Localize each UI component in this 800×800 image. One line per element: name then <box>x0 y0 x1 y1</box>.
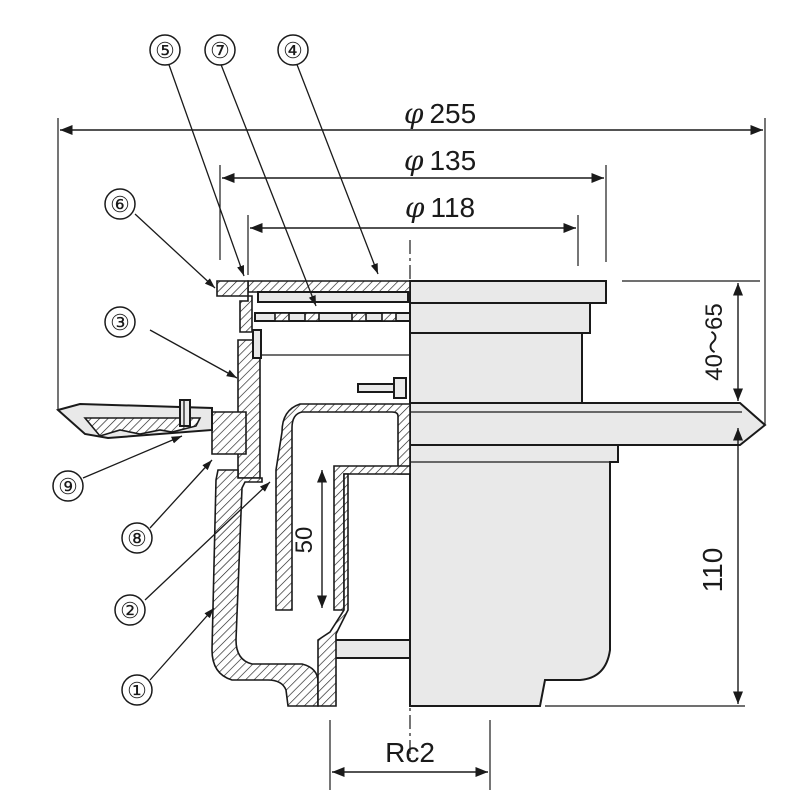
callout-6: ⑥ <box>104 188 136 220</box>
svg-text:⑨: ⑨ <box>58 474 78 499</box>
part-callouts: ⑤ ⑦ ④ ⑥ ③ ⑨ ⑧ ② <box>52 34 309 706</box>
dim-label-40-65: 40～65 <box>701 303 728 380</box>
callout-2: ② <box>114 594 146 626</box>
callout-1: ① <box>121 674 153 706</box>
svg-text:⑤: ⑤ <box>155 38 175 63</box>
callout-3: ③ <box>104 306 136 338</box>
dim-label-50: 50 <box>291 527 318 554</box>
callout-7: ⑦ <box>204 34 236 66</box>
callout-5: ⑤ <box>149 34 181 66</box>
exterior-view-right-half <box>329 280 767 707</box>
callout-4: ④ <box>277 34 309 66</box>
svg-text:①: ① <box>127 678 147 703</box>
svg-text:④: ④ <box>283 38 303 63</box>
svg-text:③: ③ <box>110 310 130 335</box>
dim-label-rc2: Rc2 <box>385 737 435 768</box>
dim-label-110: 110 <box>697 548 728 593</box>
svg-text:⑧: ⑧ <box>127 526 147 551</box>
leader-lines <box>82 61 379 681</box>
callout-9: ⑨ <box>52 470 84 502</box>
svg-text:⑦: ⑦ <box>210 38 230 63</box>
callout-8: ⑧ <box>121 522 153 554</box>
svg-text:⑥: ⑥ <box>110 192 130 217</box>
svg-text:②: ② <box>120 598 140 623</box>
